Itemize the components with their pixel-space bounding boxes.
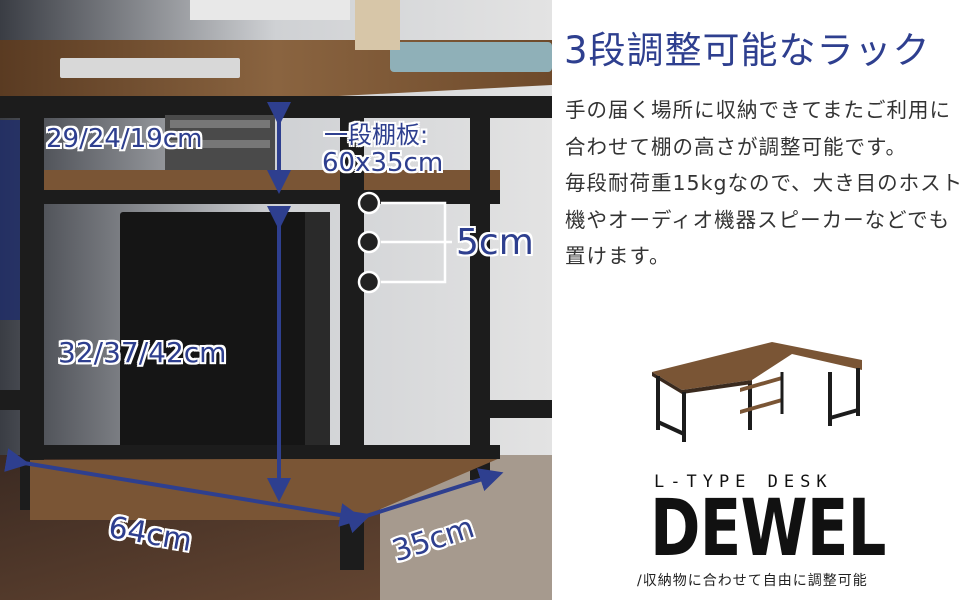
feature-paragraph-2: 毎段耐荷重15kgなので、大き目のホスト機やオーディオ機器スピーカーなどでも置け… <box>565 171 964 268</box>
pitch-label: 5cm <box>456 222 534 263</box>
product-photo: 29/24/19cm 一段棚板: 60x35cm 5cm 32/37/42cm … <box>0 0 552 600</box>
shelf-size-label: 60x35cm <box>322 148 444 178</box>
feature-headline: 3段調整可能なラック <box>564 29 931 72</box>
brand-subtitle: L-TYPE DESK <box>654 472 833 492</box>
desk-thumbnail <box>652 330 862 445</box>
shelf-hole-3 <box>357 270 381 294</box>
brand-tagline: /収納物に合わせて自由に調整可能 <box>637 573 868 589</box>
top-height-label: 29/24/19cm <box>46 124 203 154</box>
feature-panel: 3段調整可能なラック 手の届く場所に収納できてまたご利用に合わせて棚の高さが調整… <box>552 0 970 600</box>
shelf-hole-1 <box>357 191 381 215</box>
feature-description: 手の届く場所に収納できてまたご利用に合わせて棚の高さが調整可能です。 毎段耐荷重… <box>565 92 965 275</box>
shelf-title-label: 一段棚板: <box>324 121 429 149</box>
lower-height-label: 32/37/42cm <box>58 336 227 369</box>
dimension-arrows <box>4 102 504 534</box>
feature-paragraph-1: 手の届く場所に収納できてまたご利用に合わせて棚の高さが調整可能です。 <box>565 98 951 159</box>
desk-photo-illustration <box>0 0 552 600</box>
brand-name: DEWEL <box>650 484 886 574</box>
shelf-hole-2 <box>357 230 381 254</box>
